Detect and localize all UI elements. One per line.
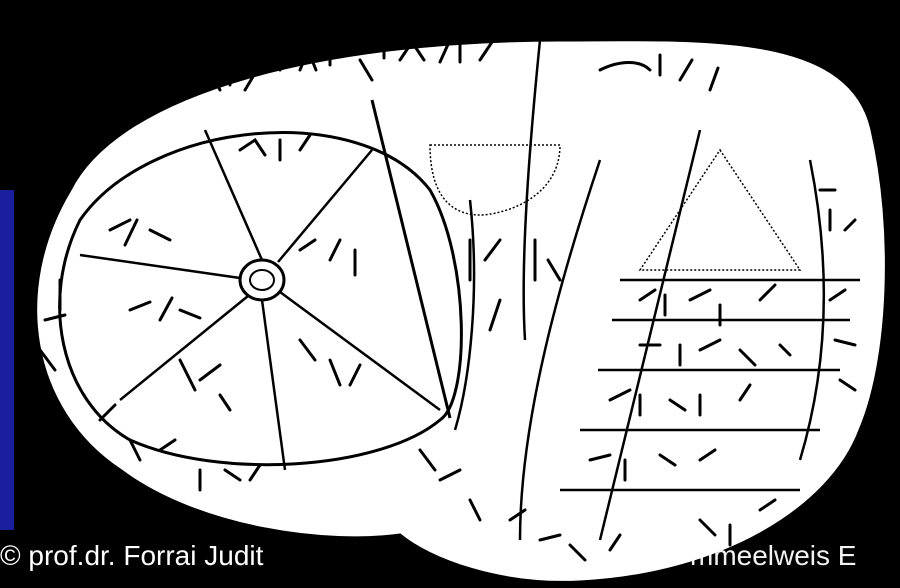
copyright-text: © prof.dr. Forrai Judit — [0, 540, 263, 572]
slide-footer: © prof.dr. Forrai Judit mmeelweis E — [0, 538, 900, 588]
logo-text: mmeelweis E — [690, 540, 856, 572]
